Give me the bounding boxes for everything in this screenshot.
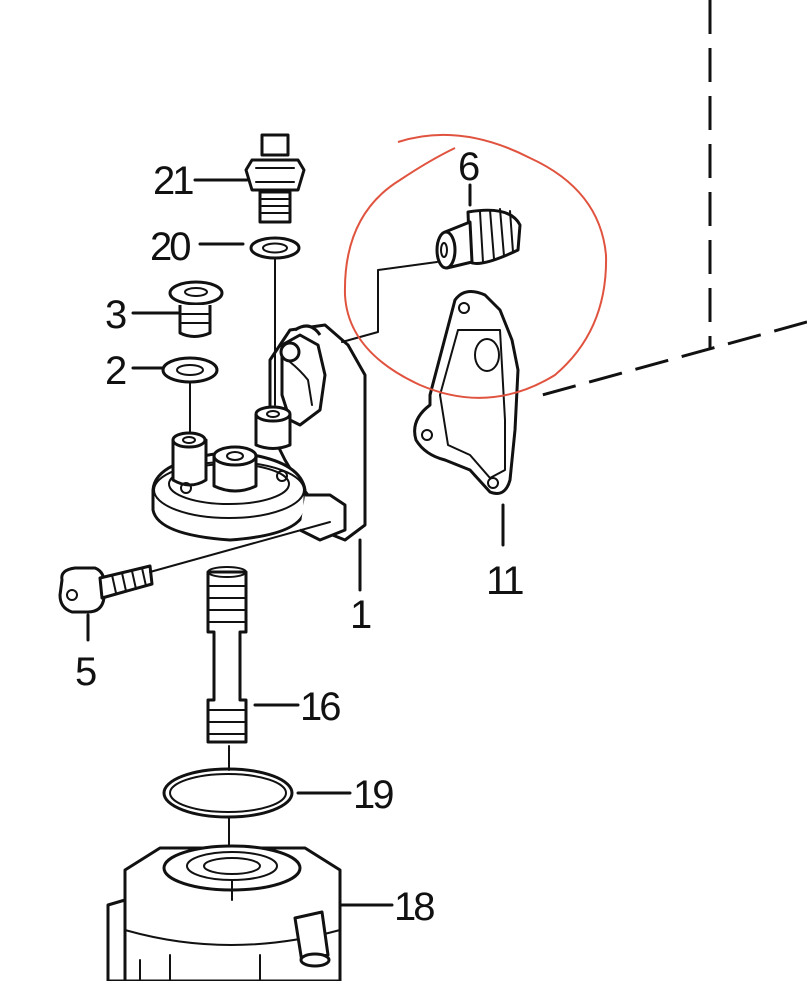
callout-20: 20 [150, 225, 190, 269]
part-20-seal-ring [249, 236, 301, 260]
part-6-threaded-insert [435, 208, 522, 270]
part-5-bolt [58, 564, 154, 614]
part-2-seal-ring [161, 356, 219, 384]
part-16-hollow-bolt [206, 566, 248, 744]
callout-19: 19 [353, 773, 393, 817]
callout-3: 3 [105, 293, 126, 337]
callout-5: 5 [75, 650, 96, 694]
callout-labels: 21 20 3 2 6 11 1 5 16 19 18 [75, 145, 526, 929]
leader-lines [86, 178, 505, 907]
part-1-filter-housing [151, 323, 367, 542]
part-11-gasket [413, 289, 520, 495]
highlight-circle [343, 133, 608, 399]
part-3-plug [168, 280, 224, 338]
section-boundary [534, 0, 807, 399]
callout-1: 1 [350, 593, 371, 637]
callout-21: 21 [153, 159, 193, 203]
callout-2: 2 [105, 349, 126, 393]
part-21-sender-unit [244, 133, 306, 224]
part-18-oil-cooler [106, 844, 342, 981]
part-19-o-ring [162, 767, 294, 819]
callout-6: 6 [458, 145, 479, 189]
callout-16: 16 [300, 685, 340, 729]
callout-18: 18 [394, 885, 434, 929]
callout-11: 11 [486, 559, 523, 603]
